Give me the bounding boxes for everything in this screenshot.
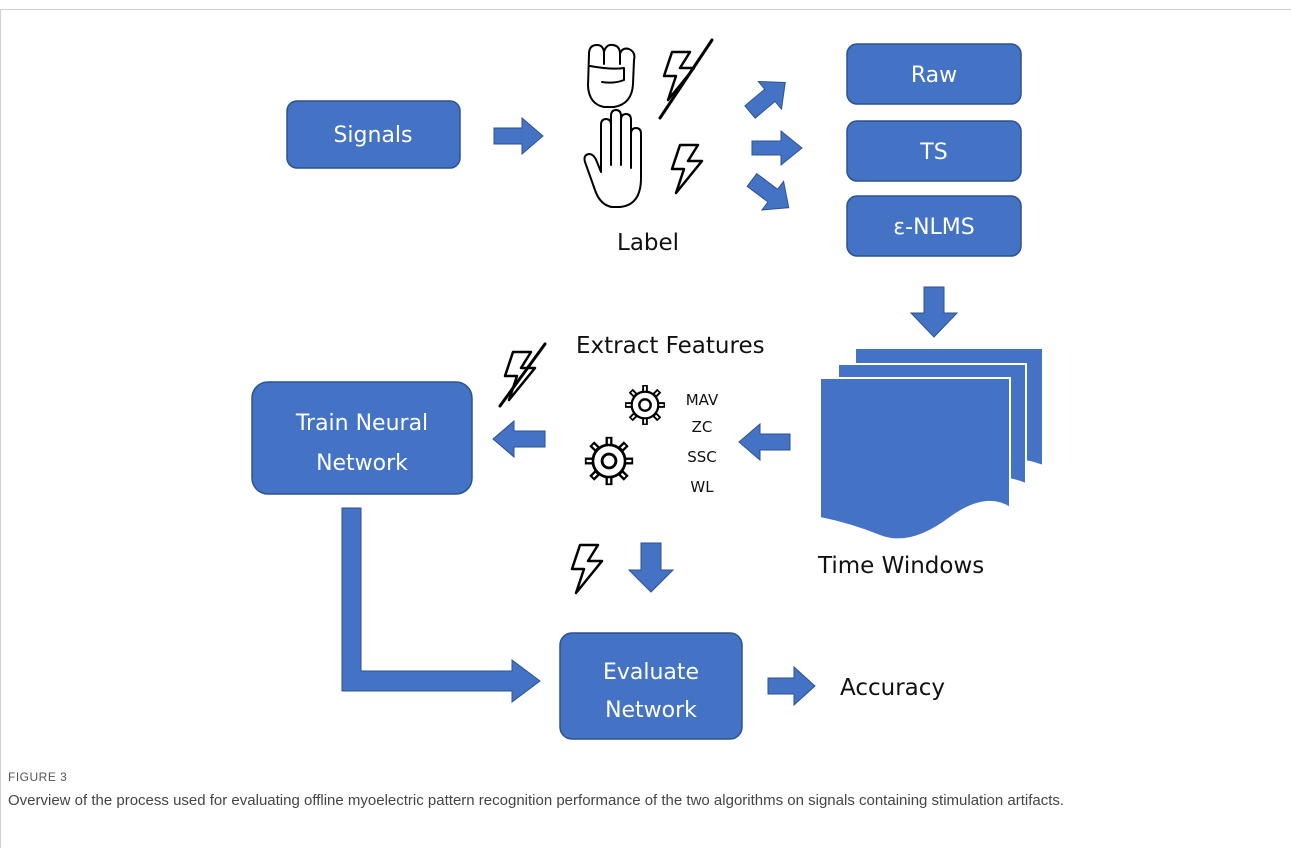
train-label-line2: Network [316,451,408,476]
evaluation-stimulation-icon [570,543,604,595]
evaluate-label-line2: Network [605,698,697,723]
evaluate-network-node: Evaluate Network [559,632,743,740]
ts-node: TS [846,120,1022,182]
arrow-windows-to-features [738,422,791,462]
stimulation-icon [670,143,704,195]
signals-label: Signals [333,123,412,148]
arrow-train-to-evaluate [341,507,541,703]
figure-caption: Overview of the process used for evaluat… [8,792,1065,809]
nlms-node: ε-NLMS [846,195,1022,257]
raw-label: Raw [911,63,957,88]
label-caption: Label [617,230,679,256]
accuracy-label: Accuracy [840,675,945,701]
no-stimulation-icon [658,38,714,120]
figure-frame-left [0,9,1,848]
stacked-windows-icon [819,347,1044,541]
extract-features-title: Extract Features [576,333,765,359]
train-network-node: Train Neural Network [251,381,473,495]
arrow-evaluate-to-accuracy [767,665,816,707]
nlms-label: ε-NLMS [893,215,975,240]
arrow-label-to-ts [751,129,803,167]
arrow-label-to-nlms [746,172,790,211]
feature-ssc: SSC [687,448,717,466]
ts-label: TS [919,140,947,165]
arrow-label-to-raw [744,80,786,119]
arrow-features-to-evaluate [627,542,675,593]
raw-node: Raw [846,43,1022,105]
fist-icon [587,43,636,108]
feature-zc: ZC [692,418,713,436]
train-label-line1: Train Neural [295,411,428,436]
figure-frame-top [0,9,1291,10]
feature-mav: MAV [686,391,719,409]
open-hand-icon [583,109,642,208]
arrow-nlms-to-windows [909,286,959,338]
arrow-features-to-train [492,419,546,459]
arrow-signals-to-label [493,116,544,156]
training-no-stimulation-icon [498,342,547,408]
feature-wl: WL [690,478,714,496]
time-windows-label: Time Windows [817,553,984,579]
signals-node: Signals [286,100,461,169]
gears-icon [585,385,665,485]
figure-label: FIGURE 3 [8,770,68,784]
process-diagram: Signals Raw TS ε-NLMS Train Neural Netwo… [251,38,1044,740]
evaluate-label-line1: Evaluate [603,660,699,685]
